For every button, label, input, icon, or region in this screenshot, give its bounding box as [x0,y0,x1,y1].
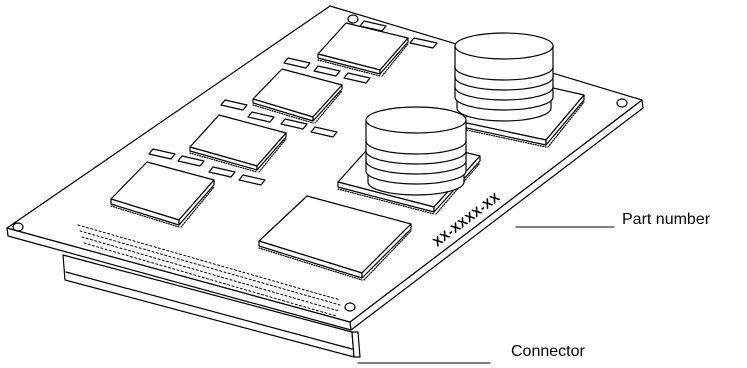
resistor [247,111,275,123]
mounting-hole [12,222,24,232]
part-number-callout-label: Part number [622,211,711,228]
small-components [148,20,438,186]
resistor [177,155,205,167]
resistor [238,174,266,186]
connector [62,254,361,358]
resistor [313,65,341,77]
resistor [343,72,371,84]
resistor [280,118,308,130]
resistor [359,20,387,32]
resistor [208,166,236,178]
heatsink [454,32,554,122]
connector-callout-label: Connector [511,343,585,360]
chip [258,195,412,281]
mounting-holes [12,14,628,312]
chip [317,22,409,77]
mounting-hole [347,14,359,24]
mounting-hole [344,302,356,312]
resistor [283,57,311,69]
contact-traces [77,224,341,317]
resistor [409,37,438,49]
resistor [310,126,338,138]
chip [189,114,287,173]
heatsink [365,106,467,196]
chip [110,161,215,228]
mounting-hole [616,98,628,108]
resistor [220,99,248,111]
chip [252,68,343,124]
resistor [148,148,176,160]
